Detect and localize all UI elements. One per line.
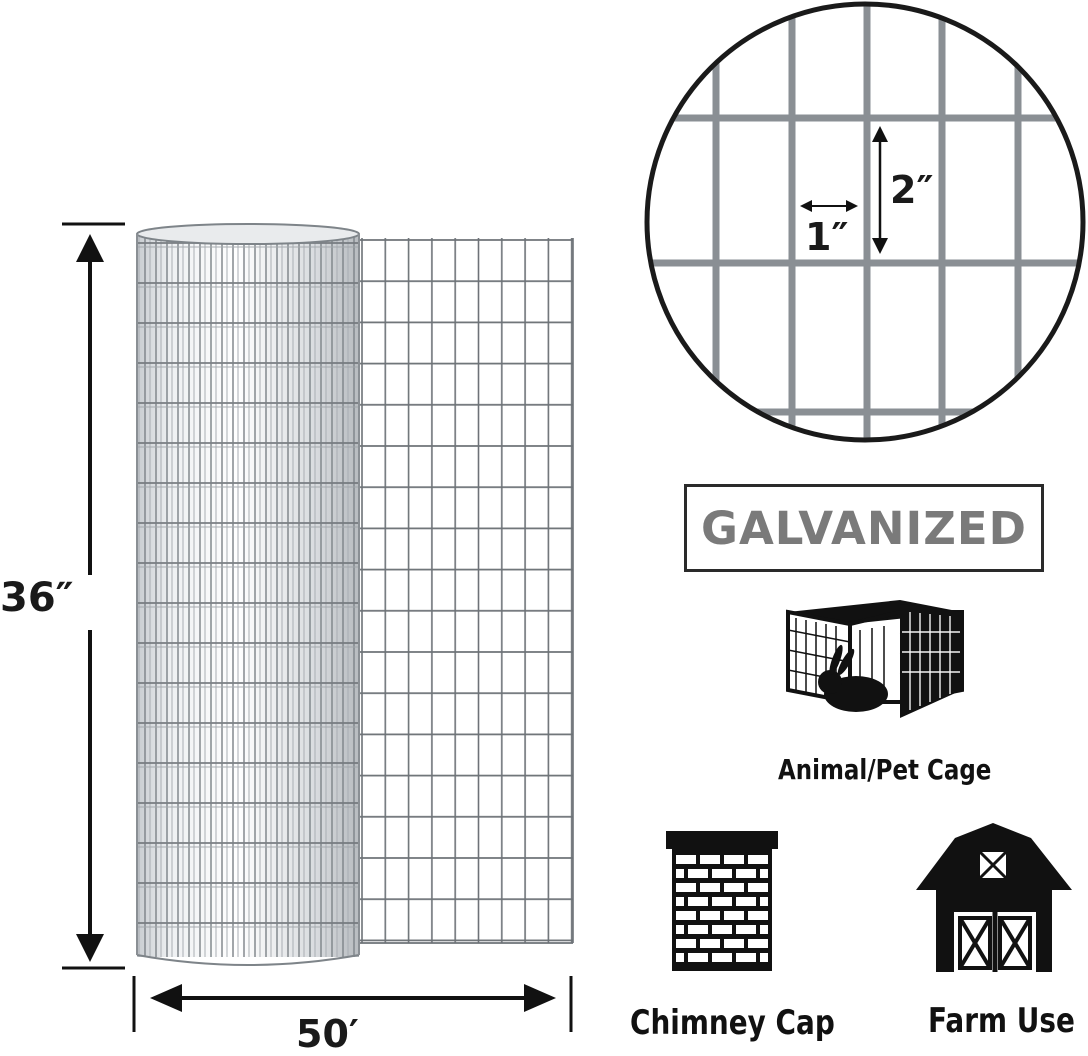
barn-icon: [916, 823, 1072, 972]
use-label-animal-cage: Animal/Pet Cage: [778, 753, 992, 786]
use-label-farm-use: Farm Use: [928, 1001, 1075, 1041]
height-label: 36″: [0, 575, 74, 621]
width-label: 50′: [296, 1012, 359, 1056]
width-dimension-arrow: [132, 976, 573, 1032]
animal-cage-icon: [786, 600, 964, 718]
height-dimension-arrow: [62, 222, 125, 970]
mesh-width-label: 1″: [805, 215, 849, 259]
mesh-height-label: 2″: [890, 168, 934, 212]
mesh-closeup: [644, 1, 1086, 443]
galvanized-badge-text: GALVANIZED: [701, 501, 1027, 555]
use-label-chimney-cap: Chimney Cap: [630, 1003, 835, 1043]
unrolled-mesh: [356, 238, 574, 944]
wire-roll: [136, 223, 360, 966]
chimney-icon: [666, 831, 778, 971]
galvanized-badge: GALVANIZED: [684, 484, 1044, 572]
